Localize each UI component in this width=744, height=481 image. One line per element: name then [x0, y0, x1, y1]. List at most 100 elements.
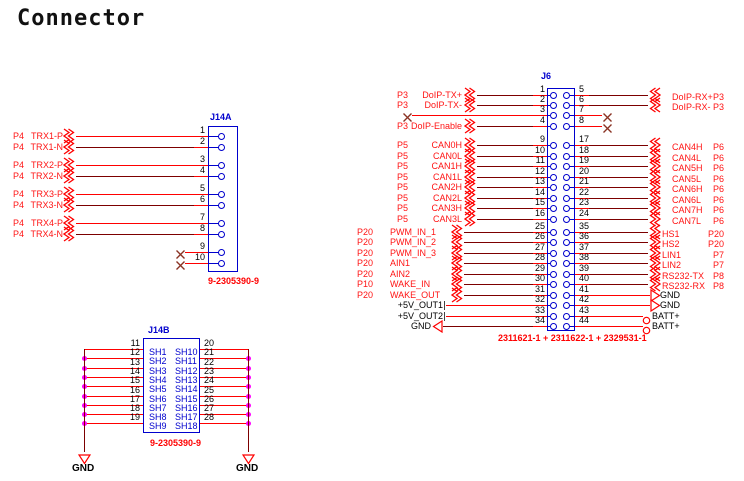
pin-circle: [562, 174, 570, 181]
net-label: DoIP-RX-: [672, 102, 711, 112]
wire: [575, 326, 643, 327]
pin-stub: [548, 242, 550, 243]
pin-circle: [217, 249, 225, 256]
pin-stub: [548, 198, 550, 199]
net-label: TRX1-P: [30, 131, 63, 141]
net-label: BATT+: [652, 311, 680, 321]
wire: [464, 284, 547, 285]
pin-number: 26: [204, 394, 215, 404]
pin-stub: [575, 187, 589, 188]
wire: [575, 253, 648, 254]
net-label: CAN0L: [432, 151, 462, 161]
pin-circle: [562, 323, 570, 330]
offpage-zigzag-icon: [463, 179, 478, 200]
pin-stub: [533, 253, 547, 254]
offpage-zigzag-icon: [62, 197, 77, 218]
net-label: CAN4L: [672, 153, 702, 163]
wire: [477, 126, 547, 127]
pin-stub: [533, 284, 547, 285]
offpage-zigzag-icon: [647, 211, 662, 232]
pin-circle: [562, 239, 570, 246]
pin-circle: [549, 216, 557, 223]
pin-stub: [209, 165, 219, 166]
pin-stub: [570, 126, 574, 127]
pin-number: 41: [579, 284, 590, 294]
pin-number: 20: [579, 166, 590, 176]
pin-number: 25: [204, 385, 215, 395]
offpage-zigzag-icon: [463, 200, 478, 221]
pin-stub: [570, 198, 574, 199]
pin-stub: [575, 198, 589, 199]
wire: [575, 166, 648, 167]
wire: [464, 253, 547, 254]
pin-circle: [549, 260, 557, 267]
net-label: CAN5H: [672, 163, 703, 173]
pin-circle: [562, 153, 570, 160]
pin-circle: [549, 163, 557, 170]
pin-number: 6: [199, 194, 205, 204]
pin-stub: [209, 176, 219, 177]
wire: [575, 95, 648, 96]
pin-stub: [548, 284, 550, 285]
wire: [464, 274, 547, 275]
net-label: CAN3L: [432, 214, 462, 224]
offpage-zigzag-icon: [647, 234, 662, 255]
pin-stub: [570, 115, 574, 116]
pin-stub: [570, 295, 574, 296]
pin-number: 9: [539, 134, 545, 144]
pin-stub: [548, 145, 550, 146]
wire: [575, 284, 648, 285]
pin-circle: [549, 195, 557, 202]
pin-number: 8: [199, 223, 205, 233]
pin-stub: [194, 205, 208, 206]
offpage-zigzag-icon: [62, 128, 77, 149]
pin-number: 38: [579, 252, 590, 262]
ref-label: P5: [396, 214, 408, 224]
pin-stub: [194, 147, 208, 148]
pin-circle: [549, 250, 557, 257]
offpage-zigzag-icon: [647, 137, 662, 158]
offpage-zigzag-icon: [62, 226, 77, 247]
pin-number: 18: [579, 145, 590, 155]
net-label: TRX2-N: [30, 171, 63, 181]
wire: [446, 305, 547, 306]
pin-stub: [194, 176, 208, 177]
gnd-bus: [84, 349, 85, 452]
wire: [84, 358, 143, 359]
ref-label: P3: [712, 92, 724, 102]
pin-number: 4: [539, 115, 545, 125]
pin-stub: [570, 145, 574, 146]
pin-circle: [217, 144, 225, 151]
net-label: CAN6H: [672, 184, 703, 194]
offpage-zigzag-icon: [463, 211, 478, 232]
ref-label: P6: [712, 205, 724, 215]
pin-stub: [548, 166, 550, 167]
pin-number: 10: [534, 145, 545, 155]
pin-number: 9: [199, 241, 205, 251]
pin-stub: [533, 198, 547, 199]
pin-number: 16: [534, 208, 545, 218]
batt-circle-icon: [642, 312, 651, 330]
pin-circle: [562, 92, 570, 99]
pin-stub: [548, 95, 550, 96]
wire: [443, 326, 547, 327]
pin-stub: [533, 145, 547, 146]
net-label: CAN2H: [431, 182, 462, 192]
pin-number: 11: [535, 155, 545, 165]
wire: [76, 136, 208, 137]
wire: [76, 194, 208, 195]
gnd-label: GND: [72, 463, 95, 474]
pin-circle: [217, 162, 225, 169]
pin-number: 8: [579, 115, 585, 125]
pin-name-label: SH8: [149, 412, 167, 422]
ref-label: P4: [13, 142, 25, 152]
pin-number: 23: [579, 197, 590, 207]
wire: [477, 208, 547, 209]
pin-stub: [548, 305, 550, 306]
pin-stub: [548, 177, 550, 178]
pin-stub: [570, 208, 574, 209]
wire: [575, 208, 648, 209]
pin-circle: [562, 216, 570, 223]
ref-label: P5: [396, 182, 408, 192]
ref-label: P8: [712, 271, 724, 281]
